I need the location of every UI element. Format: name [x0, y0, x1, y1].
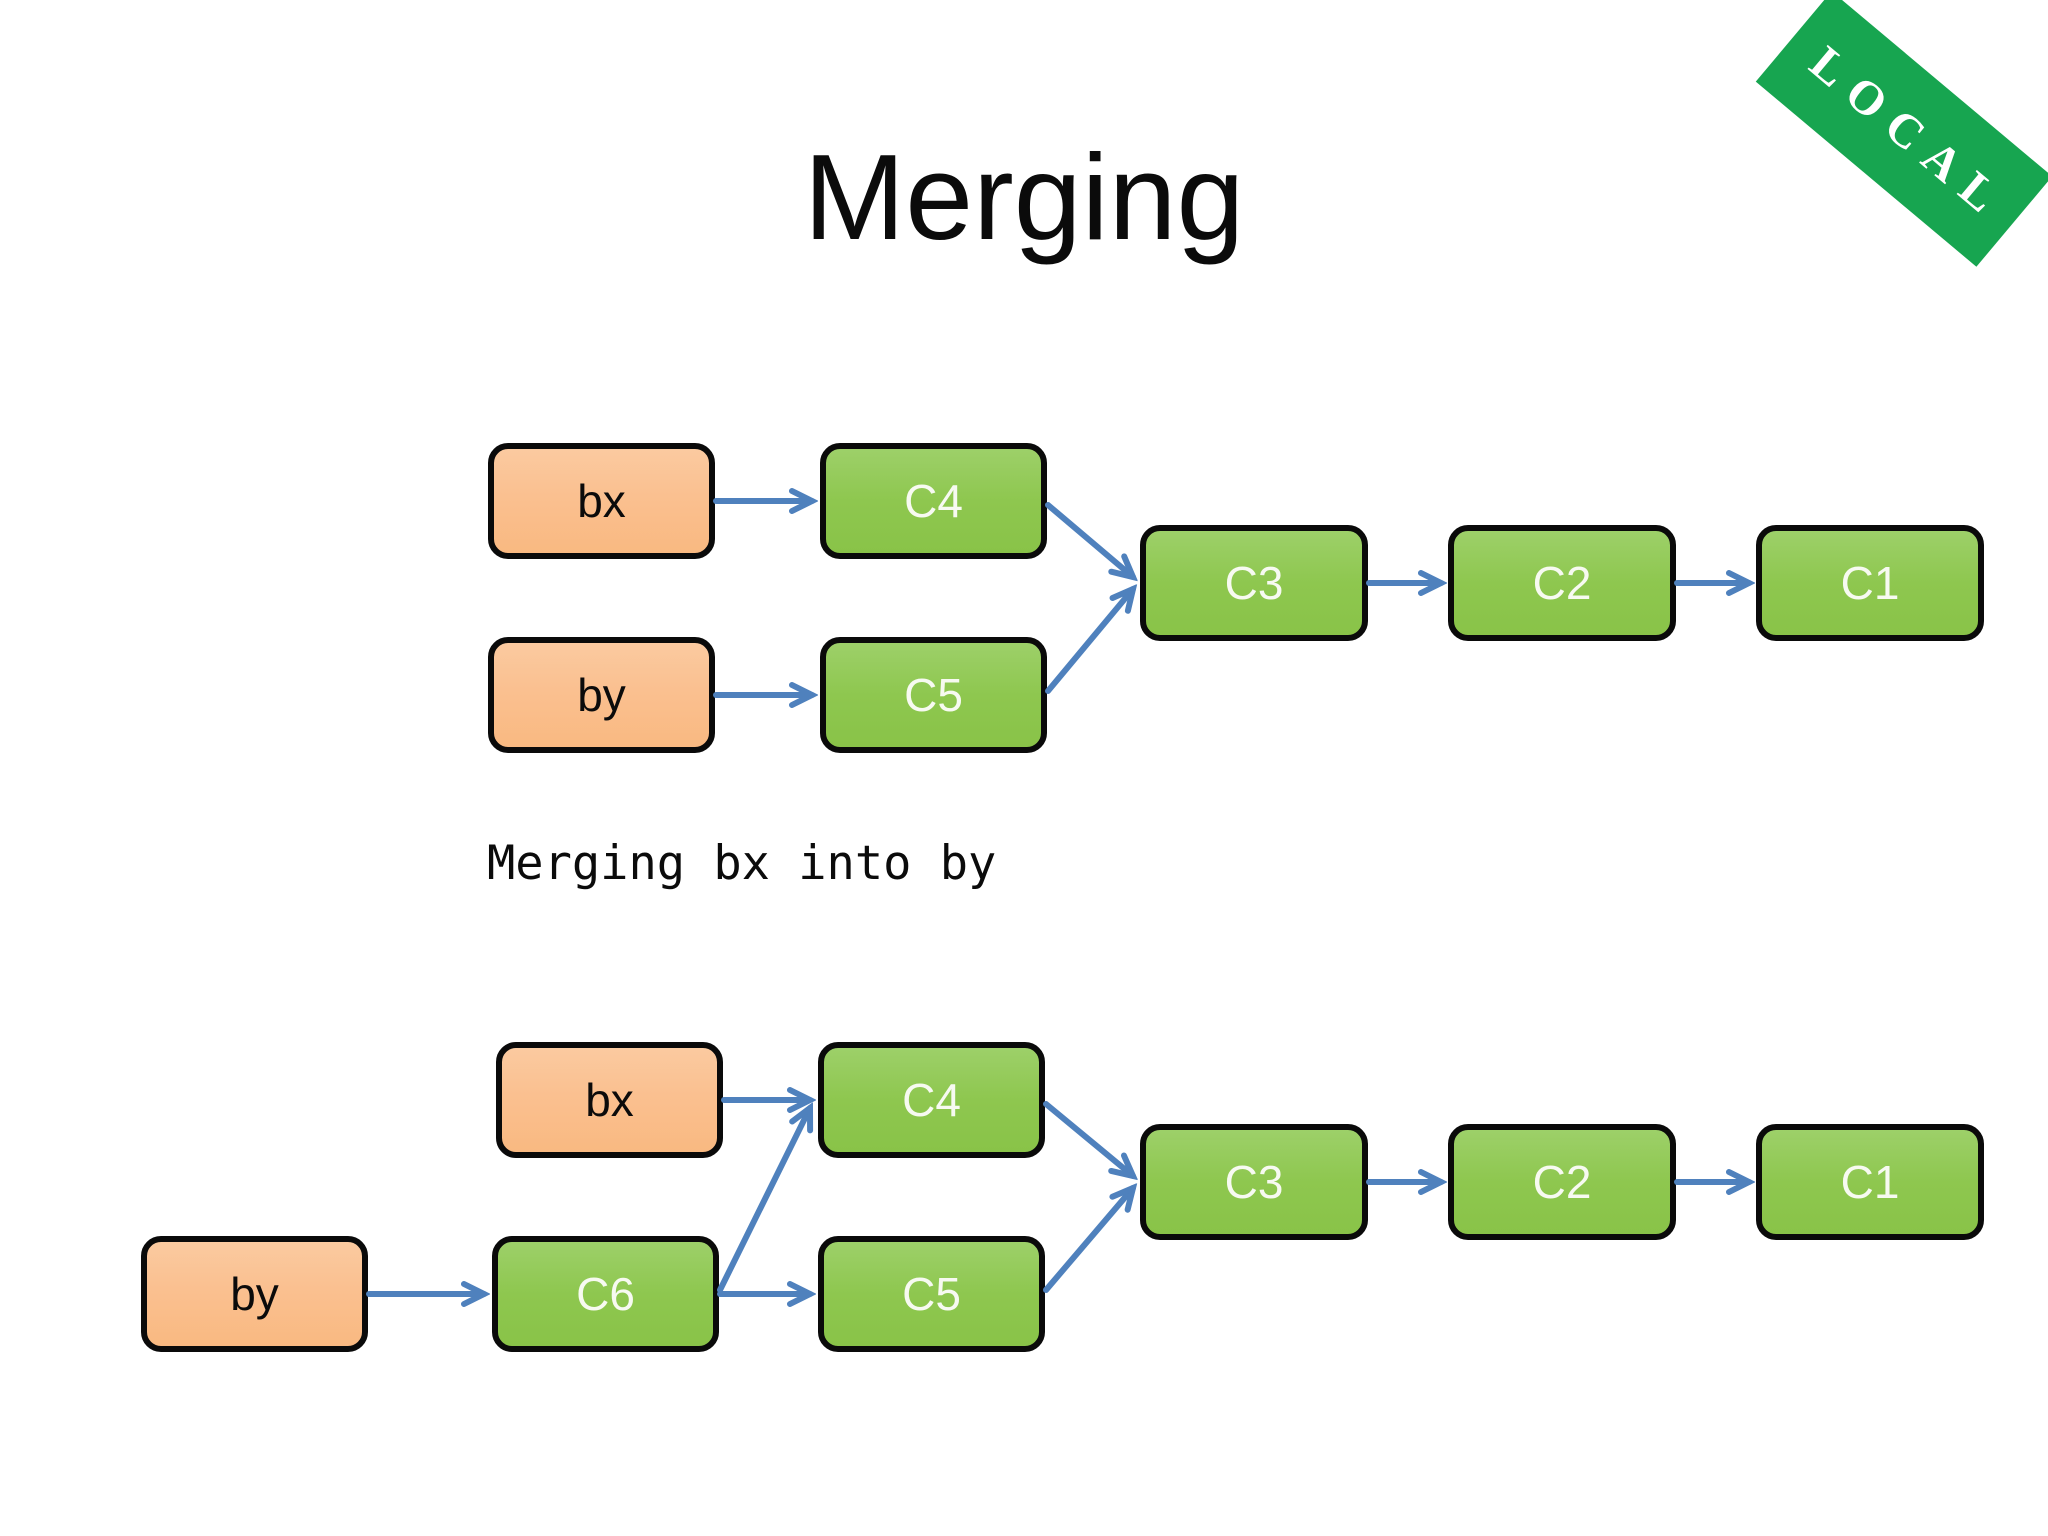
before-merge-node-c3: C3 — [1140, 525, 1368, 641]
after-merge-edge-c4-to-c3 — [1043, 1101, 1133, 1176]
slide-title: Merging — [803, 129, 1245, 265]
after-merge-node-c4: C4 — [818, 1042, 1045, 1158]
before-merge-node-c4: C4 — [820, 443, 1047, 559]
before-merge-node-c2: C2 — [1448, 525, 1676, 641]
before-merge-node-c1: C1 — [1756, 525, 1984, 641]
after-merge-node-c6: C6 — [492, 1236, 719, 1352]
after-merge-node-c2: C2 — [1448, 1124, 1676, 1240]
before-merge-edge-c4-to-c3 — [1045, 502, 1133, 577]
merge-caption: Merging bx into by — [487, 836, 997, 891]
after-merge-node-bx: bx — [496, 1042, 723, 1158]
after-merge-node-c3: C3 — [1140, 1124, 1368, 1240]
before-merge-node-by: by — [488, 637, 715, 753]
after-merge-node-c1: C1 — [1756, 1124, 1984, 1240]
before-merge-edge-c5-to-c3 — [1045, 589, 1133, 694]
before-merge-node-c5: C5 — [820, 637, 1047, 753]
after-merge-node-c5: C5 — [818, 1236, 1045, 1352]
after-merge-node-by: by — [141, 1236, 368, 1352]
after-merge-edge-c5-to-c3 — [1043, 1188, 1133, 1293]
before-merge-node-bx: bx — [488, 443, 715, 559]
after-merge-edge-c6-to-c4 — [717, 1108, 810, 1293]
